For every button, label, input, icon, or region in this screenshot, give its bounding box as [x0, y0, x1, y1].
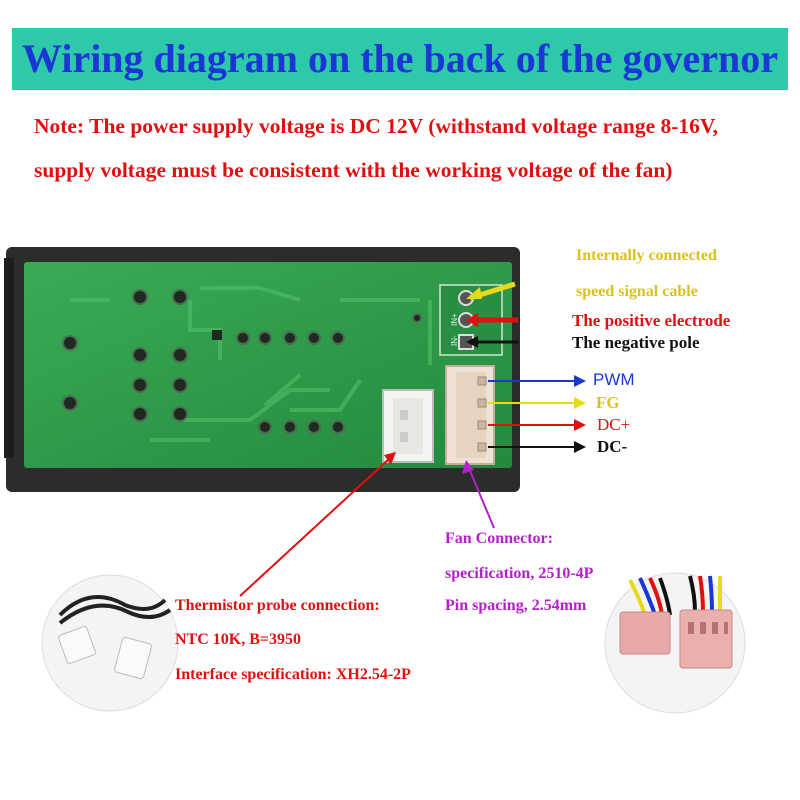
positive-electrode-label: The positive electrode	[572, 311, 731, 330]
thermistor-title: Thermistor probe connection:	[175, 597, 380, 614]
solder-pad	[132, 289, 148, 305]
fan-connector-title: Fan Connector:	[445, 530, 553, 547]
solder-pad	[172, 406, 188, 422]
solder-pad	[236, 331, 250, 345]
solder-pad	[331, 331, 345, 345]
solder-pad	[307, 420, 321, 434]
header-label-in-minus: IN-	[450, 335, 459, 346]
solder-pad	[412, 313, 422, 323]
solder-pad	[172, 289, 188, 305]
internal-cable-label-2: speed signal cable	[576, 283, 698, 300]
fan-connector-spec: specification, 2510-4P	[445, 565, 594, 582]
solder-pad	[283, 331, 297, 345]
fg-label: FG	[596, 393, 620, 412]
solder-pad	[172, 347, 188, 363]
solder-pad	[172, 377, 188, 393]
solder-pad	[132, 347, 148, 363]
solder-pad	[331, 420, 345, 434]
solder-pad	[307, 331, 321, 345]
thermistor-interface: Interface specification: XH2.54-2P	[175, 666, 411, 683]
solder-pad	[62, 395, 78, 411]
solder-pad	[283, 420, 297, 434]
dc-minus-label: DC-	[597, 437, 628, 456]
page-title: Wiring diagram on the back of the govern…	[22, 36, 778, 81]
solder-pad	[258, 331, 272, 345]
solder-pad	[258, 420, 272, 434]
dc-plus-label: DC+	[597, 415, 631, 434]
solder-pad	[132, 406, 148, 422]
internal-cable-label-1: Internally connected	[576, 247, 717, 264]
power-note: Note: The power supply voltage is DC 12V…	[34, 114, 719, 182]
solder-pad	[132, 377, 148, 393]
pwm-label: PWM	[593, 370, 635, 389]
solder-pad	[62, 335, 78, 351]
negative-pole-label: The negative pole	[572, 333, 700, 352]
fan-connector-pin-spacing: Pin spacing, 2.54mm	[445, 597, 587, 614]
header-label-in-plus: IN+	[450, 313, 459, 326]
pcb-board	[24, 262, 512, 468]
title-banner: Wiring diagram on the back of the govern…	[12, 28, 788, 90]
thermistor-ntc: NTC 10K, B=3950	[175, 631, 302, 648]
